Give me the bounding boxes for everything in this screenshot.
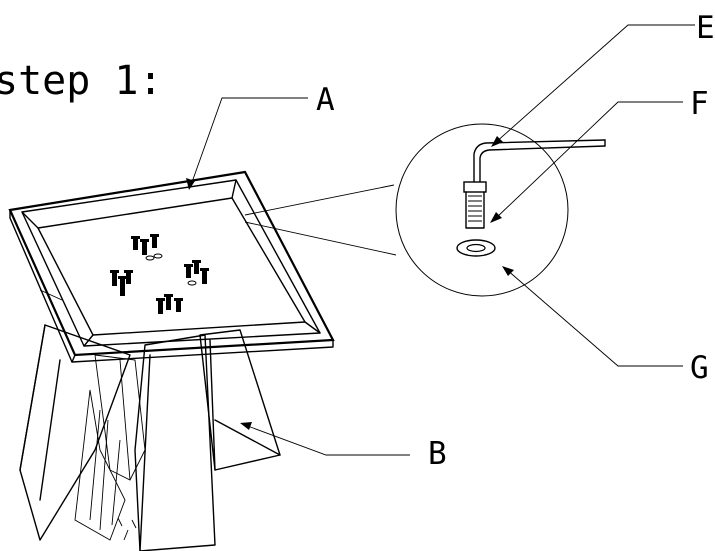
bolt-cluster-bottom bbox=[156, 294, 183, 314]
label-g: G bbox=[690, 350, 709, 386]
bolt-cluster-top bbox=[131, 234, 163, 261]
bolt-cluster-right bbox=[184, 260, 209, 286]
leader-e bbox=[491, 24, 695, 147]
detail-callout bbox=[244, 123, 569, 297]
label-f: F bbox=[690, 86, 709, 122]
bolt bbox=[463, 181, 487, 229]
washer bbox=[456, 239, 496, 257]
stand-legs bbox=[19, 324, 281, 551]
leader-g bbox=[502, 266, 683, 367]
tray bbox=[8, 170, 335, 363]
leader-b bbox=[240, 422, 410, 456]
leader-a bbox=[186, 97, 308, 190]
label-b: B bbox=[428, 436, 447, 472]
bolt-cluster-left bbox=[110, 270, 133, 296]
hex-key bbox=[473, 139, 606, 187]
label-a: A bbox=[316, 82, 335, 118]
label-e: E bbox=[696, 10, 715, 46]
step-title: step 1: bbox=[0, 58, 163, 104]
leader-f bbox=[490, 101, 683, 223]
